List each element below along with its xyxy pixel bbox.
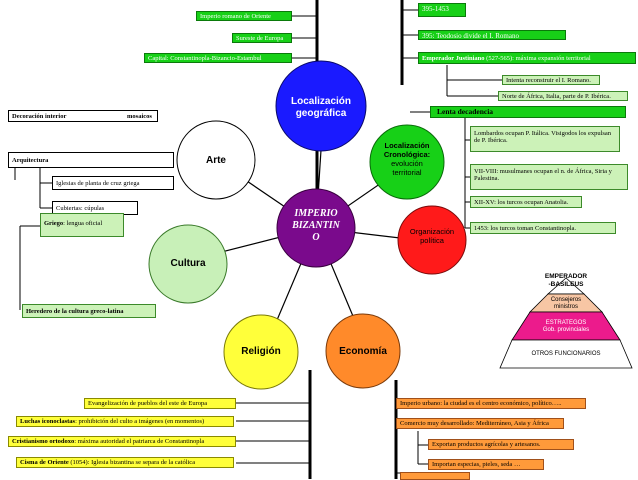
node-religion bbox=[223, 314, 299, 390]
node-arte bbox=[176, 120, 256, 200]
label-religion: Religión bbox=[241, 346, 281, 357]
label-localizacion-cronologica: Localización Cronológica: evolución terr… bbox=[373, 141, 441, 177]
pyramid-level-3-label: OTROS FUNCIONARIOS bbox=[531, 351, 601, 357]
pyramid-level-3 bbox=[499, 339, 633, 369]
pyramid-l1-line-1: Consejeros bbox=[550, 297, 582, 303]
node-localizacion-geografica bbox=[275, 60, 367, 152]
node-organizacion-politica bbox=[397, 205, 467, 275]
decadencia-item-4: 1453: los turcos toman Constantinopla. bbox=[470, 222, 616, 234]
decadencia-item-1: Lombardos ocupan P. Itálica. Visigodos l… bbox=[470, 126, 620, 152]
arte-arquitectura: Arquitectura bbox=[8, 152, 174, 168]
economia-comercio: Comercio muy desarrollado: Mediterráneo,… bbox=[396, 418, 564, 429]
geo-capital: Capital: Constantinopla-Bizancio-Estambu… bbox=[144, 53, 292, 63]
pyramid-l1-line-2: ministros bbox=[553, 304, 578, 311]
center-node bbox=[276, 188, 356, 268]
decadencia-item-2: VII-VIII: musulmanes ocupan el n. de Áfr… bbox=[470, 164, 628, 190]
cron-line-4: territorial bbox=[392, 168, 422, 177]
node-cultura bbox=[148, 224, 228, 304]
justiniano-rest: (527-565): máxima expansión territorial bbox=[484, 55, 591, 62]
cultura-heredero: Heredero de la cultura greco-latina bbox=[22, 304, 156, 318]
chrono-teodosio: 395: Teodosio divide el I. Romano bbox=[418, 30, 566, 40]
cron-line-3: evolución bbox=[391, 159, 423, 168]
religion-cisma: Cisma de Oriente (1054): Iglesia bizanti… bbox=[16, 457, 234, 468]
justiniano-bold: Emperador Justiniano bbox=[422, 55, 485, 62]
luchas-bold: Luchas iconoclastas bbox=[20, 418, 76, 425]
chrono-intenta: Intenta reconstruir el I. Romano. bbox=[502, 75, 600, 85]
cron-line-2: Cronológica: bbox=[383, 150, 431, 159]
geo-imperio-romano-oriente: Imperio romano de Oriente bbox=[196, 11, 292, 21]
label-localizacion-geografica: Localización geográfica bbox=[290, 96, 351, 119]
label-cultura: Cultura bbox=[170, 258, 206, 269]
pyramid-level-2-label: ESTRATEGOS Gob. provinciales bbox=[524, 320, 608, 334]
pyramid-l2-line-1: ESTRATEGOS bbox=[545, 320, 587, 326]
arte-decoracion-interior: Decoración interior mosaicos bbox=[8, 110, 158, 122]
cron-line-1: Localización bbox=[384, 141, 430, 150]
pyramid-level-1-label: Consejeros ministros bbox=[536, 297, 596, 311]
geo-sureste-europa: Sureste de Europa bbox=[232, 33, 292, 43]
decadencia-item-3: XII-XV: los turcos ocupan Anatolia. bbox=[470, 196, 582, 208]
org-line-1: Organización bbox=[409, 227, 455, 236]
arte-iglesias: Iglesias de planta de cruz griega bbox=[52, 176, 174, 190]
thin-connectors bbox=[14, 9, 502, 474]
cisma-bold: Cisma de Oriente bbox=[20, 459, 69, 466]
luchas-rest: : prohibición del culto a imágenes (en m… bbox=[75, 418, 205, 425]
religion-evangelizacion: Evangelización de pueblos del este de Eu… bbox=[84, 398, 236, 409]
decoracion-label: Decoración interior bbox=[12, 113, 67, 120]
cultura-griego: Griego: lengua oficial bbox=[40, 213, 124, 237]
economia-importan: Importan especias, pieles, seda … bbox=[428, 459, 544, 470]
center-line-1: IMPERIO bbox=[294, 208, 338, 219]
node-localizacion-cronologica bbox=[369, 124, 445, 200]
node-economia bbox=[325, 313, 401, 389]
pyramid-l2-line-2: Gob. provinciales bbox=[542, 327, 590, 334]
pyramid-top-line-1: EMPERADOR bbox=[544, 273, 588, 280]
pyramid bbox=[499, 277, 633, 369]
griego-rest: : lengua oficial bbox=[63, 220, 103, 227]
cristianismo-rest: : máxima autoridad el patriarca de Const… bbox=[74, 438, 205, 445]
label-organizacion-politica: Organización política bbox=[398, 227, 466, 245]
economia-exportan: Exportan productos agrícolas y artesanos… bbox=[428, 439, 574, 450]
mosaicos-label: mosaicos bbox=[127, 113, 152, 120]
economia-imperio-urbano: Imperio urbano: la ciudad es el centro e… bbox=[396, 398, 586, 409]
chrono-justiniano: Emperador Justiniano (527-565): máxima e… bbox=[418, 52, 636, 64]
pyramid-top-label: EMPERADOR -BASILEUS bbox=[530, 273, 602, 289]
pyramid-top-line-2: -BASILEUS bbox=[548, 280, 584, 288]
label-economia: Economía bbox=[339, 346, 387, 357]
chrono-lenta-decadencia: Lenta decadencia bbox=[430, 106, 626, 118]
religion-cristianismo: Cristianismo ortodoxo: máxima autoridad … bbox=[8, 436, 236, 447]
label-arte: Arte bbox=[205, 155, 226, 166]
religion-luchas: Luchas iconoclastas: prohibición del cul… bbox=[16, 416, 234, 427]
org-line-2: política bbox=[420, 236, 444, 245]
chrono-norte: Norte de África, Italia, parte de P. Ibé… bbox=[498, 91, 628, 101]
center-label: IMPERIO BIZANTIN O bbox=[282, 208, 350, 244]
center-line-2: BIZANTIN bbox=[292, 220, 340, 231]
griego-bold: Griego bbox=[44, 220, 64, 227]
center-line-3: O bbox=[312, 232, 320, 243]
cristianismo-bold: Cristianismo ortodoxo bbox=[12, 438, 75, 445]
cisma-rest: (1054): Iglesia bizantina se separa de l… bbox=[68, 459, 196, 466]
chrono-dates: 395-1453 bbox=[418, 3, 466, 17]
